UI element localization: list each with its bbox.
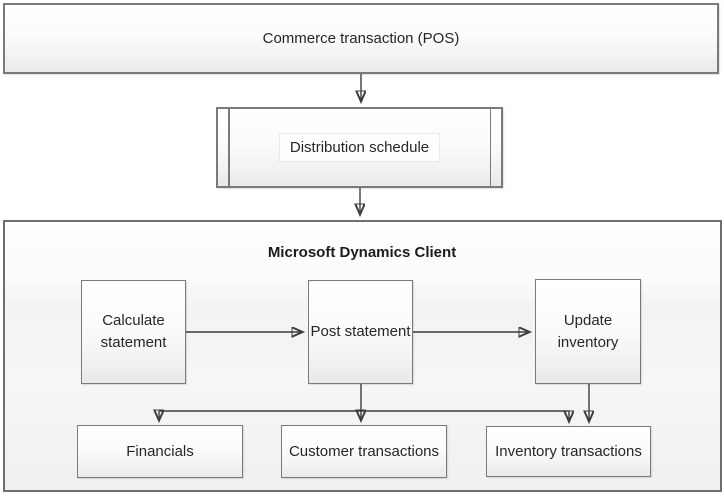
dynamics-client-title: Microsoft Dynamics Client: [267, 244, 457, 261]
update-inventory-label: Update inventory: [557, 311, 619, 351]
calculate-statement-label: Calculate statement: [100, 312, 167, 351]
distribution-schedule-node: Distribution schedule: [216, 107, 503, 188]
predefined-process-right-bar: [489, 109, 491, 186]
post-statement-label: Post statement: [310, 323, 411, 341]
inventory-transactions-label: Inventory transactions: [495, 442, 642, 460]
update-inventory-node: Update inventory: [535, 279, 641, 384]
post-statement-node: Post statement: [308, 280, 413, 384]
inventory-transactions-node: Inventory transactions: [486, 426, 651, 477]
customer-transactions-node: Customer transactions: [281, 425, 447, 478]
customer-transactions-label: Customer transactions: [288, 442, 440, 460]
distribution-schedule-label: Distribution schedule: [278, 132, 441, 163]
financials-label: Financials: [126, 442, 194, 460]
commerce-transaction-node: Commerce transaction (POS): [3, 3, 719, 74]
predefined-process-left-bar: [228, 109, 230, 186]
financials-node: Financials: [77, 425, 243, 478]
calculate-statement-node: Calculate statement: [81, 280, 186, 384]
commerce-transaction-label: Commerce transaction (POS): [262, 29, 460, 47]
